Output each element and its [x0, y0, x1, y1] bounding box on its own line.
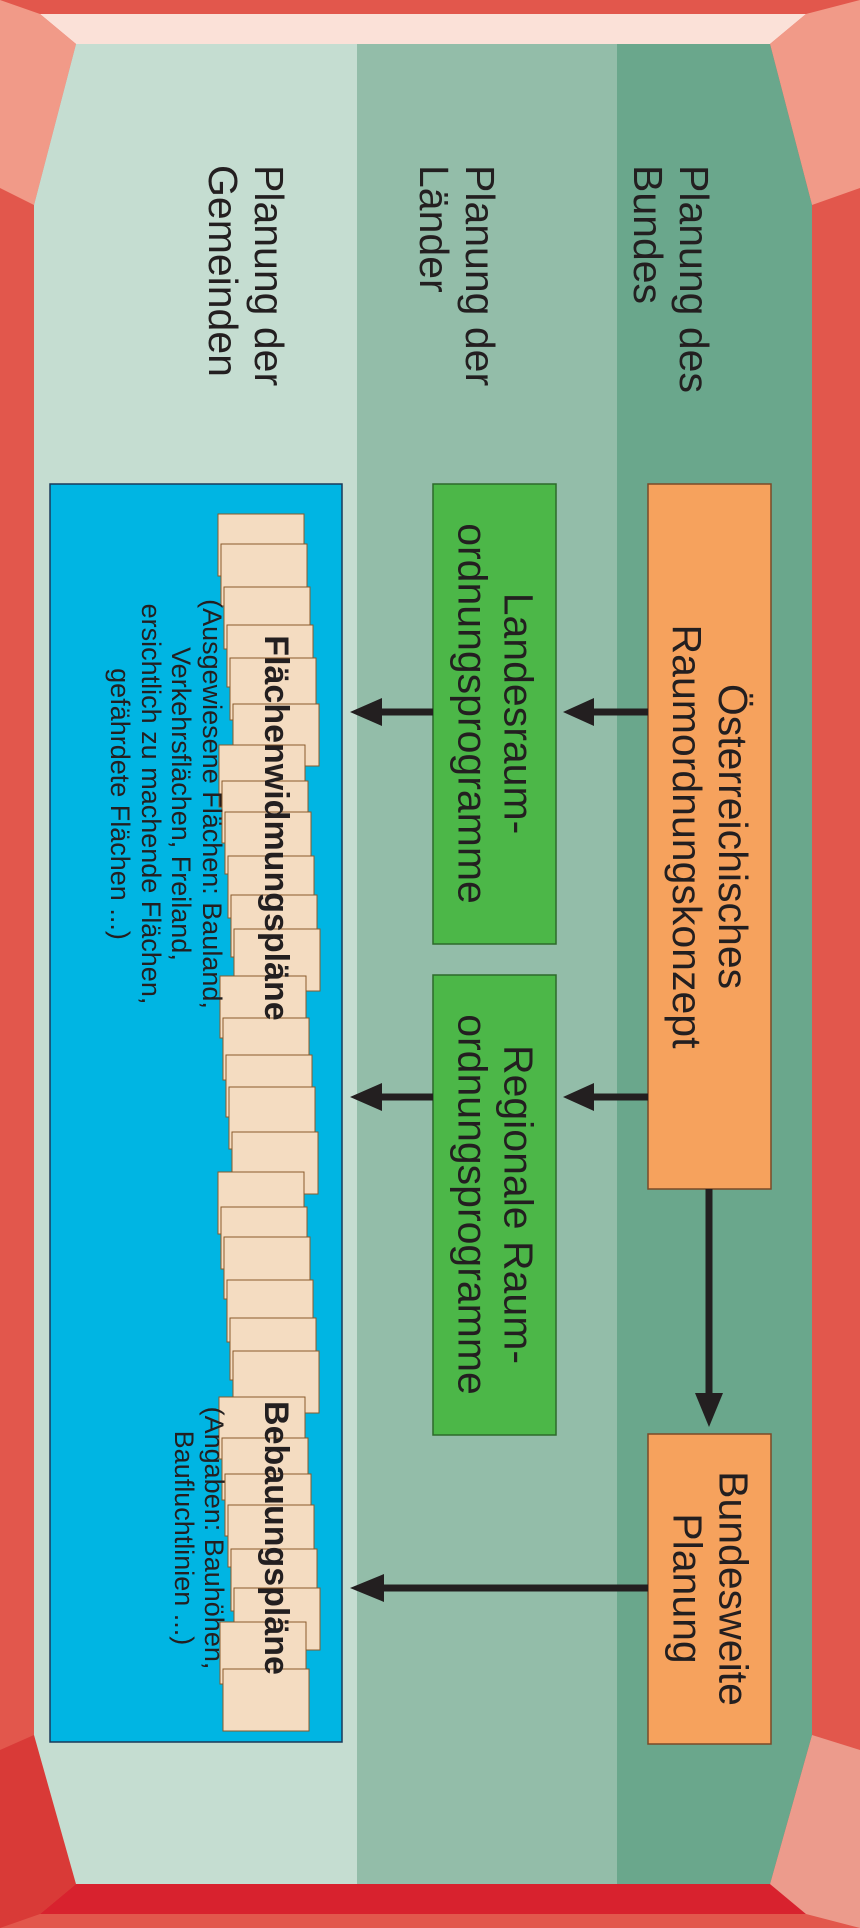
box-oerok — [647, 483, 772, 1190]
fwp-note: (Ausgewiesene Flächen: Bauland, Verkehrs… — [105, 599, 228, 1009]
bundesweite-label: Bundesweite Planung — [665, 1471, 757, 1706]
fwp-title: Flächenwidmungspläne — [257, 635, 296, 1021]
frame-bevel-left-bottom — [0, 1735, 76, 1928]
bp-title: Bebauungspläne — [257, 1401, 296, 1675]
arrow-bundesweite-to-municipal-head — [350, 1574, 384, 1602]
arrow-oerok-to-landes-head — [563, 698, 594, 726]
arrow-regionale-to-municipal-head — [350, 1083, 382, 1111]
tier-band-state — [357, 44, 617, 1884]
box-landes — [432, 483, 557, 945]
arrow-oerok-to-regionale-head — [563, 1083, 594, 1111]
bp-note: (Angaben: Bauhöhen, Baufluchtlinien ...) — [169, 1406, 230, 1670]
arrow-oerok-to-bundesweite-head — [695, 1393, 723, 1427]
box-regionale — [432, 974, 557, 1436]
frame-bevel-left-top — [0, 0, 76, 205]
tier-label-municipal: Planung der Gemeinden — [200, 165, 292, 387]
oerok-label: Österreichisches Raumordnungskonzept — [664, 624, 757, 1049]
frame-bevel-bottom — [40, 1884, 806, 1914]
tier-label-state: Planung der Länder — [411, 165, 503, 387]
frame-bevel-right-top — [770, 0, 860, 205]
box-bundesweite — [647, 1433, 772, 1745]
regionale-label: Regionale Raum- ordnungsprogramme — [450, 1014, 542, 1395]
plan-sheet-stack — [217, 513, 321, 1732]
frame-bevel-top — [40, 14, 806, 44]
arrow-landes-to-municipal-head — [350, 698, 382, 726]
tier-label-federal: Planung des Bundes — [625, 165, 717, 393]
landes-label: Landesraum- ordnungsprogramme — [450, 523, 542, 904]
plan-sheet — [222, 1668, 310, 1732]
frame-bevel-right-bottom — [770, 1735, 860, 1928]
